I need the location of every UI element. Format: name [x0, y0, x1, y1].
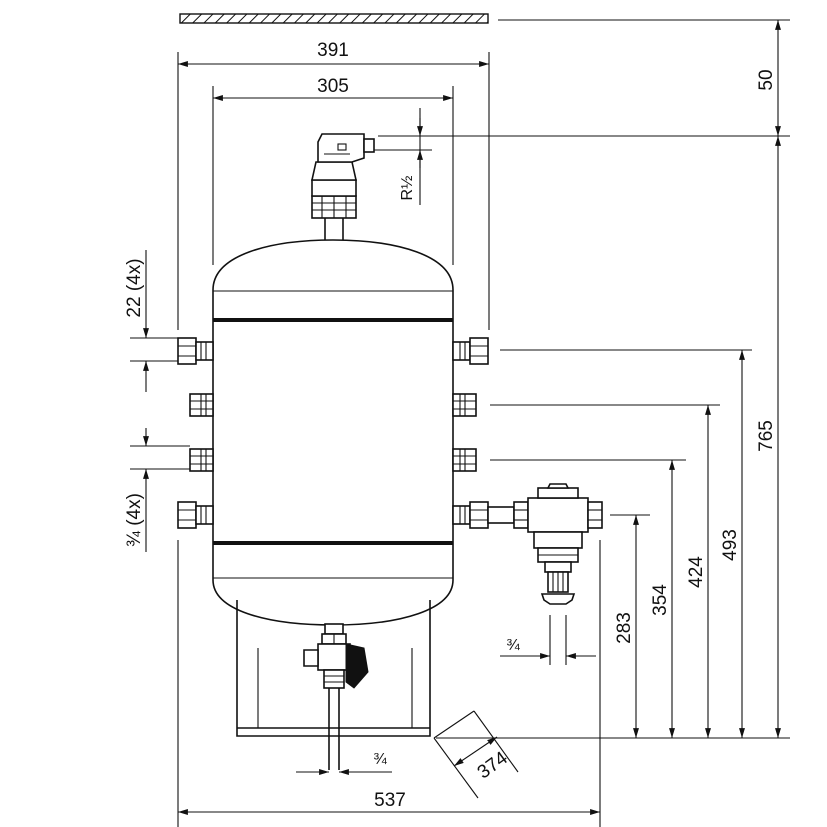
stand [236, 600, 431, 737]
connection-right-4 [452, 501, 489, 529]
connection-right-2 [452, 393, 477, 417]
air-vent [311, 133, 375, 245]
dim-diagonal: 374 [433, 710, 519, 799]
label-total-height: 765 [756, 420, 777, 452]
connections [177, 337, 489, 529]
label-height-second: 424 [686, 556, 707, 588]
label-footprint-width: 537 [374, 790, 406, 811]
dim-height-upper: 493 [720, 350, 745, 738]
label-overall-width: 391 [317, 40, 349, 61]
drain-valve [303, 623, 369, 770]
connection-left-1 [177, 337, 214, 365]
dim-height-lower: 283 [614, 515, 639, 738]
label-drain-outlet: ¾ [373, 751, 387, 768]
label-height-lower: 283 [614, 612, 635, 644]
dim-footprint-width: 537 [178, 790, 600, 815]
extension-lines [130, 52, 790, 827]
label-diagonal: 374 [474, 747, 512, 783]
dim-height-second: 424 [686, 405, 711, 738]
connection-right-1 [452, 337, 489, 365]
dim-body-width: 305 [213, 76, 453, 101]
label-height-upper: 493 [720, 529, 741, 561]
ceiling-hatch [179, 13, 790, 24]
dim-separator-outlet: ¾ [500, 615, 596, 665]
dim-top-clearance: 50 [756, 20, 781, 136]
dirt-separator [487, 483, 603, 605]
label-top-clearance: 50 [756, 69, 777, 90]
dim-overall-width: 391 [178, 40, 489, 67]
dim-connection-spacing: 22 (4x) [124, 250, 149, 392]
connection-right-3 [452, 448, 477, 472]
label-height-third: 354 [650, 584, 671, 616]
label-separator-outlet: ¾ [506, 637, 520, 654]
label-body-width: 305 [317, 76, 349, 97]
label-connection-size: ¾ (4x) [124, 493, 145, 547]
dim-total-height: 765 [756, 136, 781, 738]
dim-height-third: 354 [650, 460, 675, 738]
label-vent-thread: R½ [399, 176, 416, 201]
tank [212, 239, 454, 626]
connection-left-3 [189, 448, 214, 472]
label-connection-spacing: 22 (4x) [124, 258, 145, 317]
dim-vent-thread: R½ [366, 108, 432, 205]
connection-left-2 [189, 393, 214, 417]
tank-seam-upper [213, 318, 453, 322]
connection-left-4 [177, 501, 214, 529]
dim-connection-size: ¾ (4x) [124, 428, 149, 552]
dim-drain-outlet: ¾ [296, 751, 392, 775]
tank-seam-lower [213, 541, 453, 545]
